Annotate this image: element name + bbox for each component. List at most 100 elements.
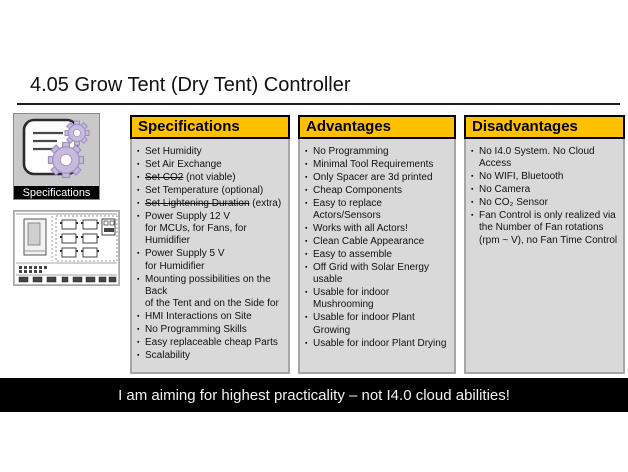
list-item: ▪ Power Supply 12 V for MCUs, for Fans, f… <box>137 211 285 248</box>
list-item: ▪ Set Temperature (optional) <box>137 185 285 197</box>
list-item-text: HMI Interactions on Site <box>145 311 252 323</box>
gears-document-icon <box>14 114 99 186</box>
list-item: ▪ No Programming Skills <box>137 324 285 336</box>
list-item-text: Usable for indoor Plant Growing <box>313 312 415 336</box>
column-disadvantages: Disadvantages ▪No I4.0 System. No Cloud … <box>464 115 625 374</box>
gears-document-icon-svg <box>22 118 90 179</box>
list-item: ▪Mounting possibilities on the Back of t… <box>137 274 285 311</box>
list-item: ▪ Set Humidity <box>137 146 285 158</box>
column-body: ▪ Set Humidity ▪ Set Air Exchange ▪ Set CO2 (… <box>130 139 290 374</box>
list-item-text: Set CO2 (not viable) <box>145 171 236 183</box>
list-item-text: Scalability <box>145 350 191 361</box>
advantages-list: ▪No Programming▪Minimal Tool Requirement… <box>305 146 451 350</box>
list-item-text: Easy to assemble <box>313 248 392 260</box>
bullet-icon: ▪ <box>471 212 474 220</box>
list-item-text: Off Grid with Solar Energy usable <box>313 261 429 286</box>
specifications-list: ▪ Set Humidity ▪ Set Air Exchange ▪ Set CO2 (… <box>137 146 285 362</box>
list-item: ▪No WIFI, Bluetooth <box>471 171 620 183</box>
bullet-icon: ▪ <box>305 314 308 322</box>
column-header: Advantages <box>298 115 456 139</box>
list-item: ▪ Minimal Tool Requirements <box>305 159 451 171</box>
list-item: ▪Fan Control is only realized via the Nu… <box>471 210 620 247</box>
list-item-text: Usable for indoor Plant Drying <box>313 337 447 349</box>
list-item-text: Usable for indoor Mushrooming <box>313 286 390 311</box>
list-item: ▪ No I4.0 System. No Cloud Access <box>471 146 620 171</box>
list-item-text: No CO₂ Sensor <box>479 197 548 209</box>
bullet-icon: ▪ <box>471 199 474 207</box>
bullet-icon: ▪ <box>305 224 308 232</box>
bullet-icon: ▪ <box>471 186 474 194</box>
list-item-text: Easy to replace Actors/Sensors <box>313 197 382 222</box>
list-item-text: Power Supply 12 V for MCUs, for Fans, fo… <box>145 210 247 247</box>
column-header: Specifications <box>130 115 290 139</box>
list-item-text: Mounting possibilities on the Back of th… <box>145 273 279 310</box>
list-item: ▪ Easy to assemble <box>305 249 451 261</box>
bullet-icon: ▪ <box>137 160 140 168</box>
list-item: ▪ Scalability <box>137 350 285 362</box>
list-item-text: Set Humidity <box>145 146 202 157</box>
list-item-text: No Programming Skills <box>145 324 247 336</box>
bullet-icon: ▪ <box>305 250 308 258</box>
small-gear-icon <box>64 120 90 146</box>
bullet-icon: ▪ <box>137 352 140 359</box>
bullet-icon: ▪ <box>305 148 308 155</box>
list-item-text: Only Spacer are 3d printed <box>313 171 433 183</box>
bullet-icon: ▪ <box>137 199 140 207</box>
bullet-icon: ▪ <box>137 148 140 155</box>
bottom-banner: I am aiming for highest practicality – n… <box>0 378 628 412</box>
column-advantages: Advantages ▪No Programming▪Minimal Tool … <box>298 115 456 374</box>
list-item: ▪ Set Air Exchange <box>137 159 285 171</box>
bullet-icon: ▪ <box>137 173 140 181</box>
bullet-icon: ▪ <box>137 250 140 258</box>
list-item: ▪ Power Supply 5 V for Humidifier <box>137 248 285 273</box>
bullet-icon: ▪ <box>137 313 140 321</box>
wiring-schematic-thumbnail <box>13 210 120 286</box>
list-item: ▪ HMI Interactions on Site <box>137 311 285 323</box>
list-item-text: Easy replaceable cheap Parts <box>145 337 278 349</box>
bullet-icon: ▪ <box>305 237 308 245</box>
specifications-thumbnail: Specifications <box>13 113 100 200</box>
list-item: ▪ Usable for indoor Mushrooming <box>305 287 451 312</box>
disadvantages-list: ▪No I4.0 System. No Cloud Access▪No WIFI… <box>471 146 620 247</box>
list-item: ▪ Set Lightening Duration (extra) <box>137 198 285 210</box>
bullet-icon: ▪ <box>137 212 140 220</box>
list-item: ▪ Usable for indoor Plant Drying <box>305 338 451 350</box>
list-item: ▪Cheap Components <box>305 185 451 197</box>
bullet-icon: ▪ <box>137 326 140 334</box>
list-item: ▪ Off Grid with Solar Energy usable <box>305 262 451 287</box>
list-item-text: Set Lightening Duration (extra) <box>145 197 282 209</box>
list-item: ▪Clean Cable Appearance <box>305 236 451 248</box>
bullet-icon: ▪ <box>137 186 140 194</box>
list-item: ▪ No CO₂ Sensor <box>471 197 620 209</box>
bullet-icon: ▪ <box>305 339 308 347</box>
list-item: ▪ Usable for indoor Plant Growing <box>305 312 451 337</box>
bullet-icon: ▪ <box>305 199 308 207</box>
list-item-text: No Camera <box>479 184 531 196</box>
bullet-icon: ▪ <box>137 339 140 347</box>
list-item: ▪ Easy replaceable cheap Parts <box>137 337 285 349</box>
column-body: ▪No Programming▪Minimal Tool Requirement… <box>298 139 456 374</box>
banner-text: I am aiming for highest practicality – n… <box>118 386 510 404</box>
page-title: 4.05 Grow Tent (Dry Tent) Controller <box>30 74 351 96</box>
bullet-icon: ▪ <box>305 173 308 181</box>
list-item-text: No I4.0 System. No Cloud Access <box>479 146 595 170</box>
bullet-icon: ▪ <box>305 160 308 168</box>
list-item-text: Cheap Components <box>313 184 402 196</box>
list-item-text: Minimal Tool Requirements <box>313 158 434 170</box>
list-item: ▪ Only Spacer are 3d printed <box>305 172 451 184</box>
list-item-text: Works with all Actors! <box>313 222 408 234</box>
list-item-text: Power Supply 5 V for Humidifier <box>145 248 225 272</box>
bullet-icon: ▪ <box>305 288 308 296</box>
specifications-thumb-label: Specifications <box>14 186 99 199</box>
list-item-text: Set Temperature (optional) <box>145 184 264 196</box>
column-body: ▪No I4.0 System. No Cloud Access▪No WIFI… <box>464 139 625 374</box>
list-item-text: Set Air Exchange <box>145 158 222 170</box>
bullet-icon: ▪ <box>305 263 308 271</box>
bullet-icon: ▪ <box>471 148 474 155</box>
column-specifications: Specifications ▪ Set Humidity ▪ Set Air Exc… <box>130 115 290 374</box>
list-item: ▪ Works with all Actors! <box>305 223 451 235</box>
list-item-text: No WIFI, Bluetooth <box>479 171 564 183</box>
list-item: ▪No Programming <box>305 146 451 158</box>
large-gear-icon <box>47 141 85 179</box>
